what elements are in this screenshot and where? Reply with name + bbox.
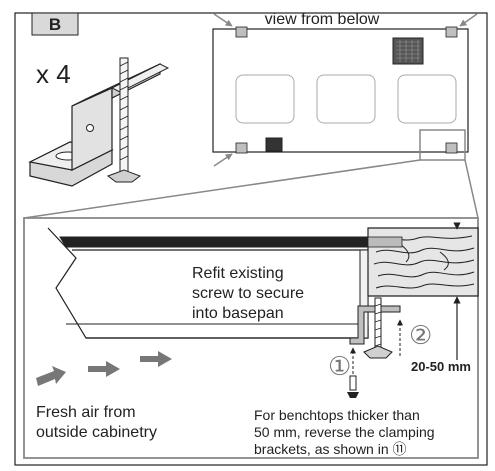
view-label: view from below: [265, 11, 380, 28]
refit-note-line-2: screw to secure: [192, 285, 304, 302]
outer-frame: [14, 12, 488, 466]
connector-block: [265, 137, 283, 152]
bracket-top-left: [235, 26, 248, 38]
step-marker-1: ①: [328, 351, 351, 381]
bench-note-line-1: For benchtops thicker than: [254, 407, 420, 423]
bracket-bottom-left: [235, 142, 248, 154]
section-label-box: [31, 12, 79, 36]
cooking-zone-left: [235, 74, 295, 124]
airflow-arrow-2: [88, 361, 120, 377]
bracket-top-right: [445, 26, 458, 38]
section-label: B: [49, 15, 61, 34]
airflow-note-line-2: outside cabinetry: [36, 424, 157, 441]
quantity-label: x 4: [36, 59, 71, 89]
airflow-arrow-3: [140, 351, 172, 367]
bench-note: For benchtops thicker than 50 mm, revers…: [254, 407, 438, 457]
thickness-label: 20-50 mm: [411, 359, 471, 374]
airflow-arrows: [36, 351, 172, 386]
fixing-screw: [347, 347, 359, 398]
bracket-bottom-right: [445, 142, 458, 154]
refit-note: Refit existing screw to secure into base…: [192, 265, 309, 322]
bench-note-line-3: brackets, as shown in ⑪: [254, 441, 407, 457]
underside-view: [212, 13, 478, 167]
airflow-note: Fresh air from outside cabinetry: [36, 404, 157, 441]
cross-section: [47, 222, 479, 398]
bench-note-line-2: 50 mm, reverse the clamping: [254, 424, 435, 440]
airflow-note-line-1: Fresh air from: [36, 404, 136, 421]
step-marker-2: ②: [409, 320, 432, 350]
detail-highlight: [419, 129, 466, 161]
refit-note-line-1: Refit existing: [192, 265, 284, 282]
detail-frame: [23, 217, 479, 459]
clamping-bracket-illustration: [28, 57, 170, 187]
cooking-zone-middle: [316, 74, 376, 124]
cooking-zone-right: [397, 74, 457, 124]
refit-note-line-3: into basepan: [192, 305, 284, 322]
airflow-arrow-1: [36, 366, 66, 386]
